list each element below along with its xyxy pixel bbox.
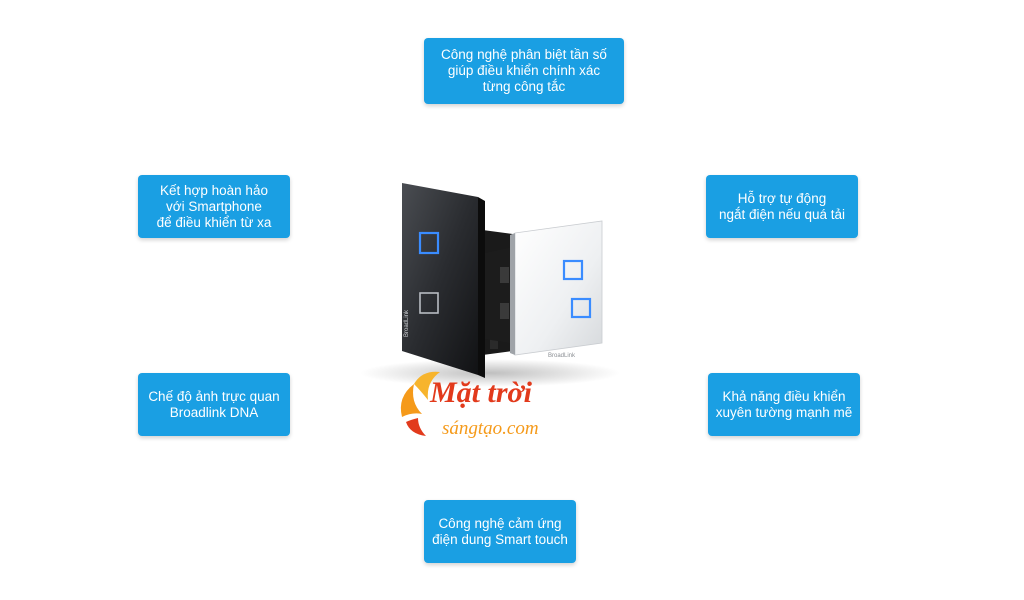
feature-line: Công nghệ phân biệt tần số (441, 47, 607, 62)
feature-line: Kết hợp hoàn hảo (160, 182, 268, 198)
feature-line: để điều khiển từ xa (156, 214, 272, 230)
black-switch: BroadLink (402, 183, 485, 378)
feature-line: Công nghệ cảm ứng (438, 515, 562, 531)
touch-button-icon (418, 231, 440, 255)
brand-logo: Mặt trời sángtạo.com (400, 371, 539, 439)
feature-line: xuyên tường mạnh mẽ (715, 404, 853, 420)
feature-line: Chế độ ảnh trực quan (148, 388, 280, 404)
touch-button-icon (562, 259, 584, 281)
logo-line-1: Mặt trời (429, 376, 533, 409)
black-switch-brand: BroadLink (404, 309, 410, 337)
touch-button-icon (570, 297, 592, 319)
white-switch-brand: BroadLink (548, 353, 576, 359)
feature-line: ngắt điện nếu quá tải (718, 206, 846, 222)
logo-line-2: sángtạo.com (442, 418, 539, 439)
sun-icon (400, 371, 440, 436)
feature-line: giúp điều khiển chính xác (447, 63, 601, 78)
feature-line: Khả năng điều khiển (722, 388, 846, 404)
product-image: BroadLink BroadLink (360, 183, 620, 387)
feature-line: điện dung Smart touch (432, 531, 568, 547)
white-switch: BroadLink (510, 220, 603, 359)
feature-line: Hỗ trợ tự động (737, 190, 827, 206)
feature-card-smart-touch: Công nghệ cảm ứng điện dung Smart touch (424, 500, 576, 563)
feature-line: Broadlink DNA (169, 404, 259, 420)
touch-button-icon (419, 292, 439, 314)
feature-line: với Smartphone (166, 198, 262, 214)
feature-card-wall-control: Khả năng điều khiển xuyên tường mạnh mẽ (708, 373, 860, 436)
feature-card-overload: Hỗ trợ tự động ngắt điện nếu quá tải (706, 175, 858, 238)
feature-card-frequency: Công nghệ phân biệt tần số giúp điều khi… (424, 38, 624, 104)
feature-card-smartphone: Kết hợp hoàn hảo với Smartphone để điều … (138, 175, 290, 238)
feature-line: từng công tắc (482, 79, 566, 94)
feature-card-dna: Chế độ ảnh trực quan Broadlink DNA (138, 373, 290, 436)
